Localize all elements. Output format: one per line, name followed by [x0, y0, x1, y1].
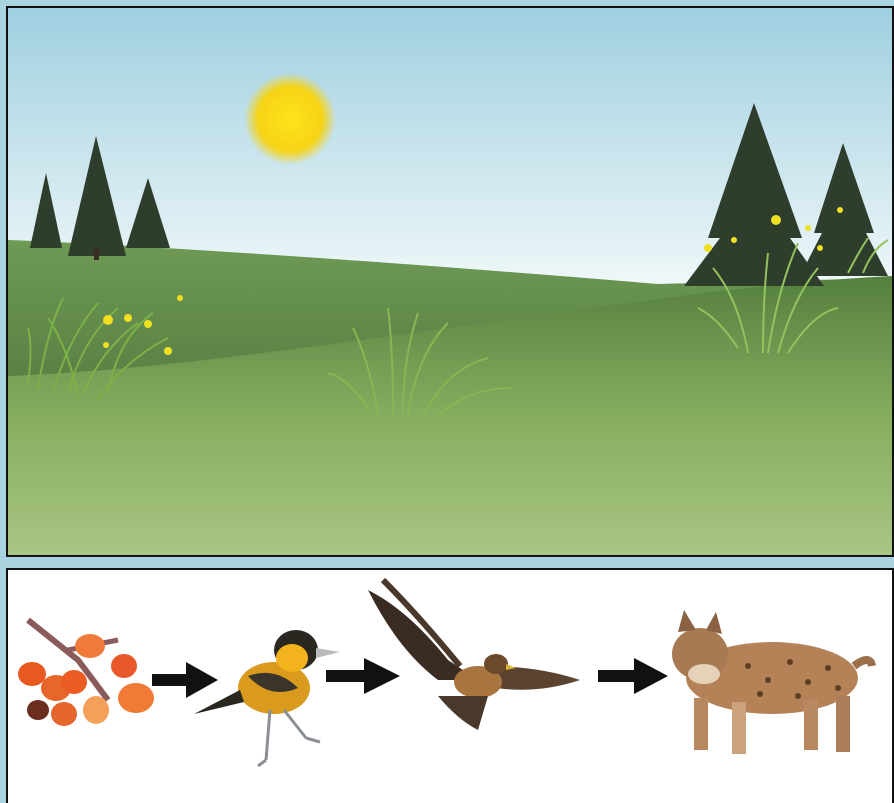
right-arrow-icon	[326, 658, 400, 694]
bobcat-icon	[672, 610, 872, 754]
food-chain-diagram	[8, 570, 892, 803]
food-chain-panel	[6, 568, 894, 803]
right-arrow-icon	[598, 658, 668, 694]
hawk-icon	[368, 580, 580, 730]
songbird-icon	[194, 630, 340, 766]
habitat-illustration	[8, 8, 892, 555]
berries-icon	[18, 620, 154, 726]
right-arrow-icon	[152, 662, 218, 698]
habitat-scene-panel	[6, 6, 894, 557]
sun-icon	[244, 73, 336, 165]
